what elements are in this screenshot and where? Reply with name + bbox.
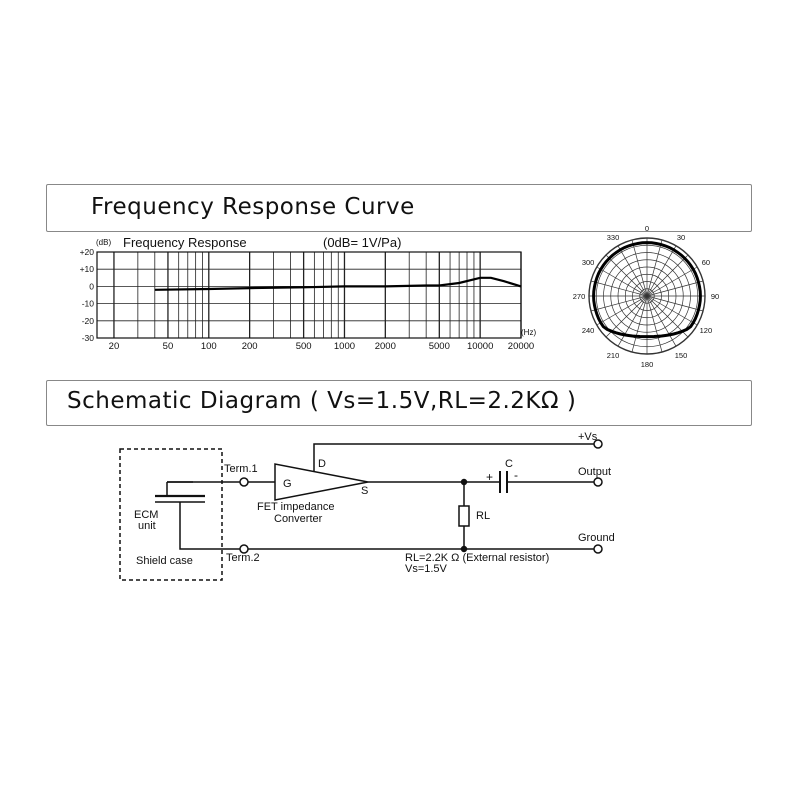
- polar-angle-label: 180: [641, 360, 654, 369]
- wire-ecm-ground: [179, 502, 240, 550]
- polar-spoke: [617, 295, 648, 347]
- ecm-label-line1: ECM: [134, 509, 158, 521]
- polar-spoke: [631, 295, 648, 353]
- polar-response-curve: [592, 241, 702, 339]
- chart-frame: [96, 251, 522, 339]
- frequency-title: Frequency Response Curve: [91, 194, 415, 220]
- chart-grid: [96, 251, 522, 339]
- polar-angle-label: 270: [573, 292, 586, 301]
- output-terminal: [593, 477, 603, 487]
- polar-spoke: [646, 295, 677, 347]
- y-axis-unit: (dB): [96, 238, 111, 247]
- y-tick-label: +10: [80, 264, 95, 274]
- polar-spoke: [605, 254, 648, 297]
- schematic-labels: +Vs Term.1 Term.2 G D S FET impedance Co…: [134, 431, 615, 575]
- vs-note: Vs=1.5V: [405, 563, 448, 575]
- x-tick-label: 20000: [508, 341, 534, 352]
- chart-title: Frequency Response: [123, 235, 247, 250]
- y-tick-label: -30: [82, 333, 95, 343]
- x-tick-label: 100: [201, 341, 217, 352]
- drain-label: D: [318, 458, 326, 470]
- polar-spoke: [646, 295, 663, 353]
- frequency-title-box: Frequency Response Curve: [46, 184, 752, 232]
- fet-label-line1: FET impedance: [257, 501, 334, 513]
- polar-spoke: [646, 266, 698, 297]
- ground-terminal: [593, 544, 603, 554]
- schematic-title: Schematic Diagram ( Vs=1.5V,RL=2.2KΩ ): [67, 388, 577, 414]
- x-tick-label: 1000: [334, 341, 355, 352]
- x-tick-label: 20: [109, 341, 120, 352]
- schematic-title-box: Schematic Diagram ( Vs=1.5V,RL=2.2KΩ ): [46, 380, 752, 426]
- polar-spoke: [590, 295, 648, 312]
- x-tick-label: 10000: [467, 341, 493, 352]
- polar-angle-label: 330: [607, 233, 620, 242]
- frequency-chart: (dB) Frequency Response (0dB= 1V/Pa) (Hz…: [80, 235, 537, 352]
- fet-triangle: [274, 463, 369, 501]
- polar-angle-labels: 0 30 60 90 120 150 180 210 240 270 300 330: [573, 224, 719, 369]
- x-tick-label: 200: [242, 341, 258, 352]
- y-tick-label: -20: [82, 316, 95, 326]
- polar-angle-label: 150: [675, 351, 688, 360]
- resistor-label: RL: [476, 510, 490, 522]
- vs-terminal: [593, 439, 603, 449]
- x-tick-label: 2000: [375, 341, 396, 352]
- polar-spoke: [617, 245, 648, 297]
- capacitor-minus: -: [514, 468, 518, 482]
- polar-angle-label: 0: [645, 224, 649, 233]
- ecm-unit-box: [119, 448, 223, 581]
- rl-note: RL=2.2K Ω (External resistor): [405, 552, 549, 564]
- polar-angle-label: 120: [700, 326, 713, 335]
- polar-spoke: [646, 280, 704, 297]
- term1-label: Term.1: [224, 463, 258, 475]
- x-tick-label: 500: [296, 341, 312, 352]
- y-tick-label: 0: [89, 281, 94, 291]
- wire-drain-vs: [313, 443, 594, 472]
- y-tick-label: -10: [82, 299, 95, 309]
- response-curve: [154, 276, 522, 291]
- node-ground: [460, 545, 468, 553]
- polar-spoke: [631, 239, 648, 297]
- polar-angle-label: 60: [702, 258, 710, 267]
- fet-label-line2: Converter: [274, 513, 323, 525]
- polar-spoke: [596, 266, 648, 297]
- polar-angle-label: 30: [677, 233, 685, 242]
- schematic-diagram: [119, 439, 603, 581]
- chart-subtitle: (0dB= 1V/Pa): [323, 235, 401, 250]
- polar-pattern-chart: 0 30 60 90 120 150 180 210 240 270 300 330: [573, 224, 719, 369]
- y-tick-labels: +20 +10 0 -10 -20 -30: [80, 247, 95, 343]
- polar-angle-label: 300: [582, 258, 595, 267]
- capacitor-label: C: [505, 458, 513, 470]
- polar-spoke: [646, 295, 704, 312]
- gate-label: G: [283, 478, 292, 490]
- polar-angle-label: 90: [711, 292, 719, 301]
- vs-label: +Vs: [578, 431, 598, 443]
- term1-terminal: [239, 477, 249, 487]
- x-axis-unit: (Hz): [521, 328, 536, 337]
- x-tick-label: 5000: [429, 341, 450, 352]
- x-tick-labels: 20 50 100 200 500 1000 2000 5000 10000 20000: [109, 341, 535, 352]
- ground-label: Ground: [578, 532, 615, 544]
- polar-spoke: [646, 239, 663, 297]
- shield-label: Shield case: [136, 555, 193, 567]
- x-tick-label: 50: [163, 341, 174, 352]
- ecm-label-line2: unit: [138, 520, 156, 532]
- output-label: Output: [578, 466, 611, 478]
- polar-spoke: [646, 245, 677, 297]
- polar-angle-label: 210: [607, 351, 620, 360]
- polar-angle-label: 240: [582, 326, 595, 335]
- capacitor-plus: +: [486, 470, 493, 484]
- term2-label: Term.2: [226, 552, 260, 564]
- resistor-rl: [458, 505, 470, 527]
- source-label: S: [361, 485, 368, 497]
- y-tick-label: +20: [80, 247, 95, 257]
- polar-spoke: [596, 295, 648, 326]
- polar-spoke: [590, 280, 648, 297]
- polar-spoke: [646, 295, 698, 326]
- polar-spoke: [646, 254, 689, 297]
